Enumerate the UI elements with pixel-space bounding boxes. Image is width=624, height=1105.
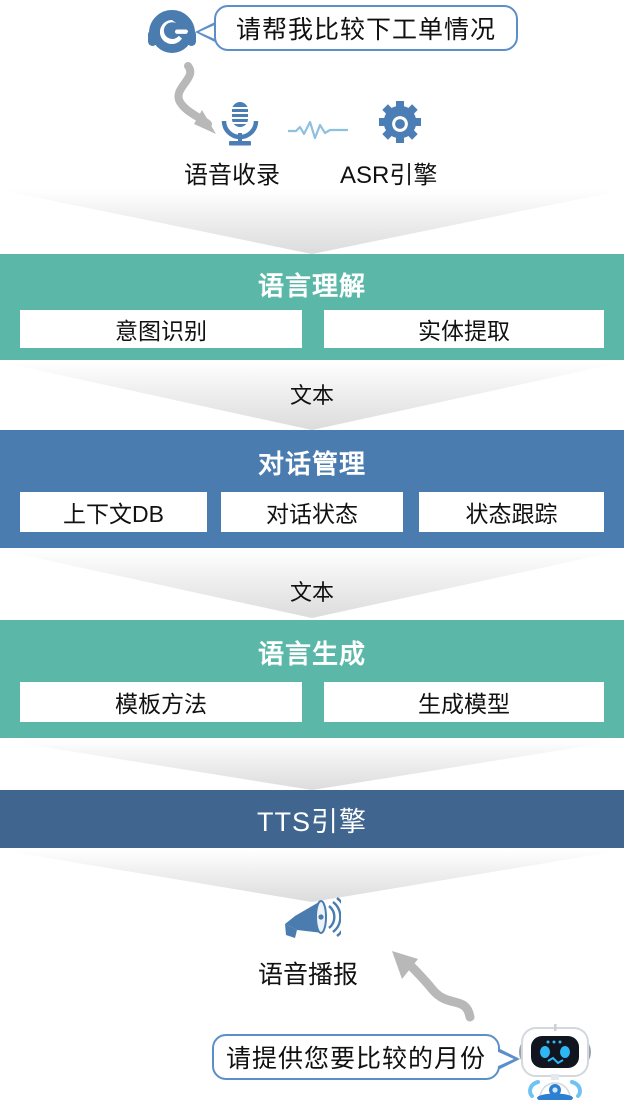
stage-nlg-box-generative-label: 生成模型 <box>418 691 510 717</box>
gear-icon <box>376 100 424 148</box>
stage-nlg-box-generative[interactable]: 生成模型 <box>324 682 604 722</box>
stage-dm-box-dialog-state-label: 对话状态 <box>266 501 358 527</box>
stage-dm-box-context-db[interactable]: 上下文DB <box>20 492 207 532</box>
stage-dm-title: 对话管理 <box>257 449 366 479</box>
curved-down-arrow-icon <box>158 62 230 144</box>
connector-arrow-5 <box>0 850 624 902</box>
curved-up-left-arrow-icon <box>370 945 480 1025</box>
robot-assistant-icon <box>512 1014 598 1103</box>
stage-nlu-title: 语言理解 <box>257 271 366 301</box>
stage-tts-title: TTS引擎 <box>257 807 367 837</box>
connector-arrow-4 <box>0 740 624 790</box>
stage-dm-box-dialog-state[interactable]: 对话状态 <box>221 492 403 532</box>
voice-capture-label: 语音收录 <box>184 162 280 189</box>
stage-nlu: 语言理解 意图识别 实体提取 <box>0 254 624 360</box>
user-bubble-text: 请帮我比较下工单情况 <box>235 16 496 44</box>
stage-nlg-box-template[interactable]: 模板方法 <box>20 682 302 722</box>
stage-nlu-box-intent-label: 意图识别 <box>115 318 207 344</box>
connector-arrow-1 <box>0 190 624 254</box>
user-speech-bubble: 请帮我比较下工单情况 <box>214 5 518 51</box>
asr-engine-label: ASR引擎 <box>340 162 438 189</box>
stage-dm-box-context-db-label: 上下文DB <box>63 501 164 527</box>
megaphone-icon <box>283 897 348 941</box>
stage-nlu-box-entity[interactable]: 实体提取 <box>324 310 604 348</box>
bot-speech-bubble: 请提供您要比较的月份 <box>212 1034 500 1080</box>
headset-operator-icon <box>146 6 204 58</box>
stage-dm: 对话管理 上下文DB 对话状态 状态跟踪 <box>0 430 624 548</box>
bot-bubble-tail-inner <box>496 1051 514 1067</box>
user-bubble-tail-inner <box>199 24 217 40</box>
stage-tts: TTS引擎 <box>0 790 624 848</box>
stage-nlu-box-entity-label: 实体提取 <box>418 318 510 344</box>
stage-nlg-box-template-label: 模板方法 <box>115 691 207 717</box>
connector-arrow-3-label: 文本 <box>289 580 334 605</box>
stage-dm-box-state-tracking[interactable]: 状态跟踪 <box>419 492 604 532</box>
microphone-icon <box>218 100 262 148</box>
stage-nlu-box-intent[interactable]: 意图识别 <box>20 310 302 348</box>
bot-bubble-text: 请提供您要比较的月份 <box>225 1045 486 1073</box>
stage-dm-box-state-tracking-label: 状态跟踪 <box>465 501 558 527</box>
stage-nlg: 语言生成 模板方法 生成模型 <box>0 620 624 738</box>
voice-broadcast-label: 语音播报 <box>258 961 359 989</box>
stage-nlg-title: 语言生成 <box>257 639 366 669</box>
connector-arrow-2-label: 文本 <box>289 383 334 408</box>
waveform-icon <box>286 118 350 142</box>
